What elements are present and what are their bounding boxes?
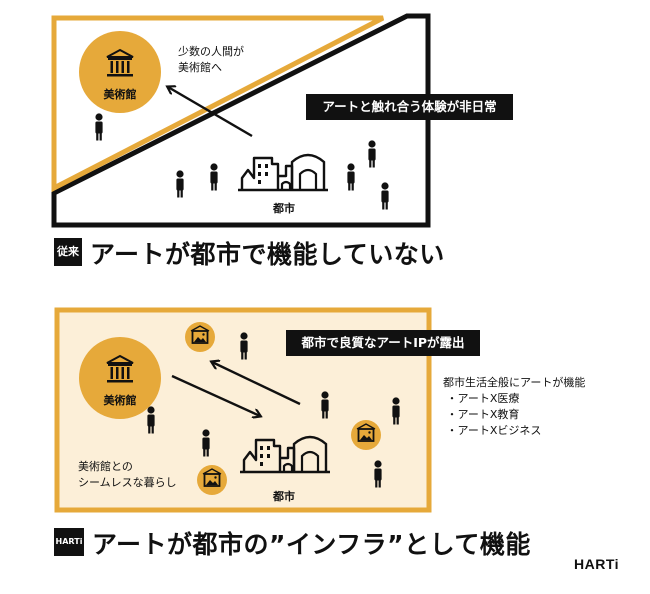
city-zone-outline [51,13,431,228]
functions-list: 都市生活全般にアートが機能 ・アートX医療 ・アートX教育 ・アートXビジネス [443,375,585,439]
art-frame-icon [184,321,216,353]
arrow-to-city [171,374,260,416]
functions-title: 都市生活全般にアートが機能 [443,376,586,389]
function-item: ・アートXビジネス [443,424,542,437]
bottom-banner: 都市で良質なアートIPが露出 [286,330,480,356]
top-museum-label: 美術館 [103,88,137,101]
harti-badge: HARTi [54,528,84,556]
museum-circle [79,31,161,113]
art-frame-icon [196,464,228,496]
person-icon [368,140,376,168]
person-icon [95,113,103,141]
top-arrow [168,87,253,138]
minority-note: 少数の人間が 美術館へ [178,45,244,74]
top-city-label: 都市 [273,202,295,215]
bottom-city-label: 都市 [273,490,295,503]
conventional-badge: 従来 [54,238,82,266]
person-icon [381,182,389,210]
top-diagram [51,13,431,228]
arrow-to-museum [212,362,301,406]
top-headline: アートが都市で機能していない [90,240,445,269]
seamless-note: 美術館との シームレスな暮らし [78,460,177,489]
city-icon [236,153,330,192]
harti-logo: HARTi [574,556,620,572]
function-item: ・アートX医療 [443,392,520,405]
person-icon [176,170,184,198]
top-banner: アートと触れ合う体験が非日常 [306,94,513,120]
art-frame-icon [350,419,382,451]
museum-zone-outline [51,15,385,193]
person-icon [347,163,355,191]
person-icon [210,163,218,191]
bottom-headline: アートが都市の”インフラ”として機能 [92,530,531,559]
function-item: ・アートX教育 [443,408,520,421]
museum-circle [79,337,161,419]
bottom-diagram [54,307,432,513]
bottom-museum-label: 美術館 [103,394,137,407]
